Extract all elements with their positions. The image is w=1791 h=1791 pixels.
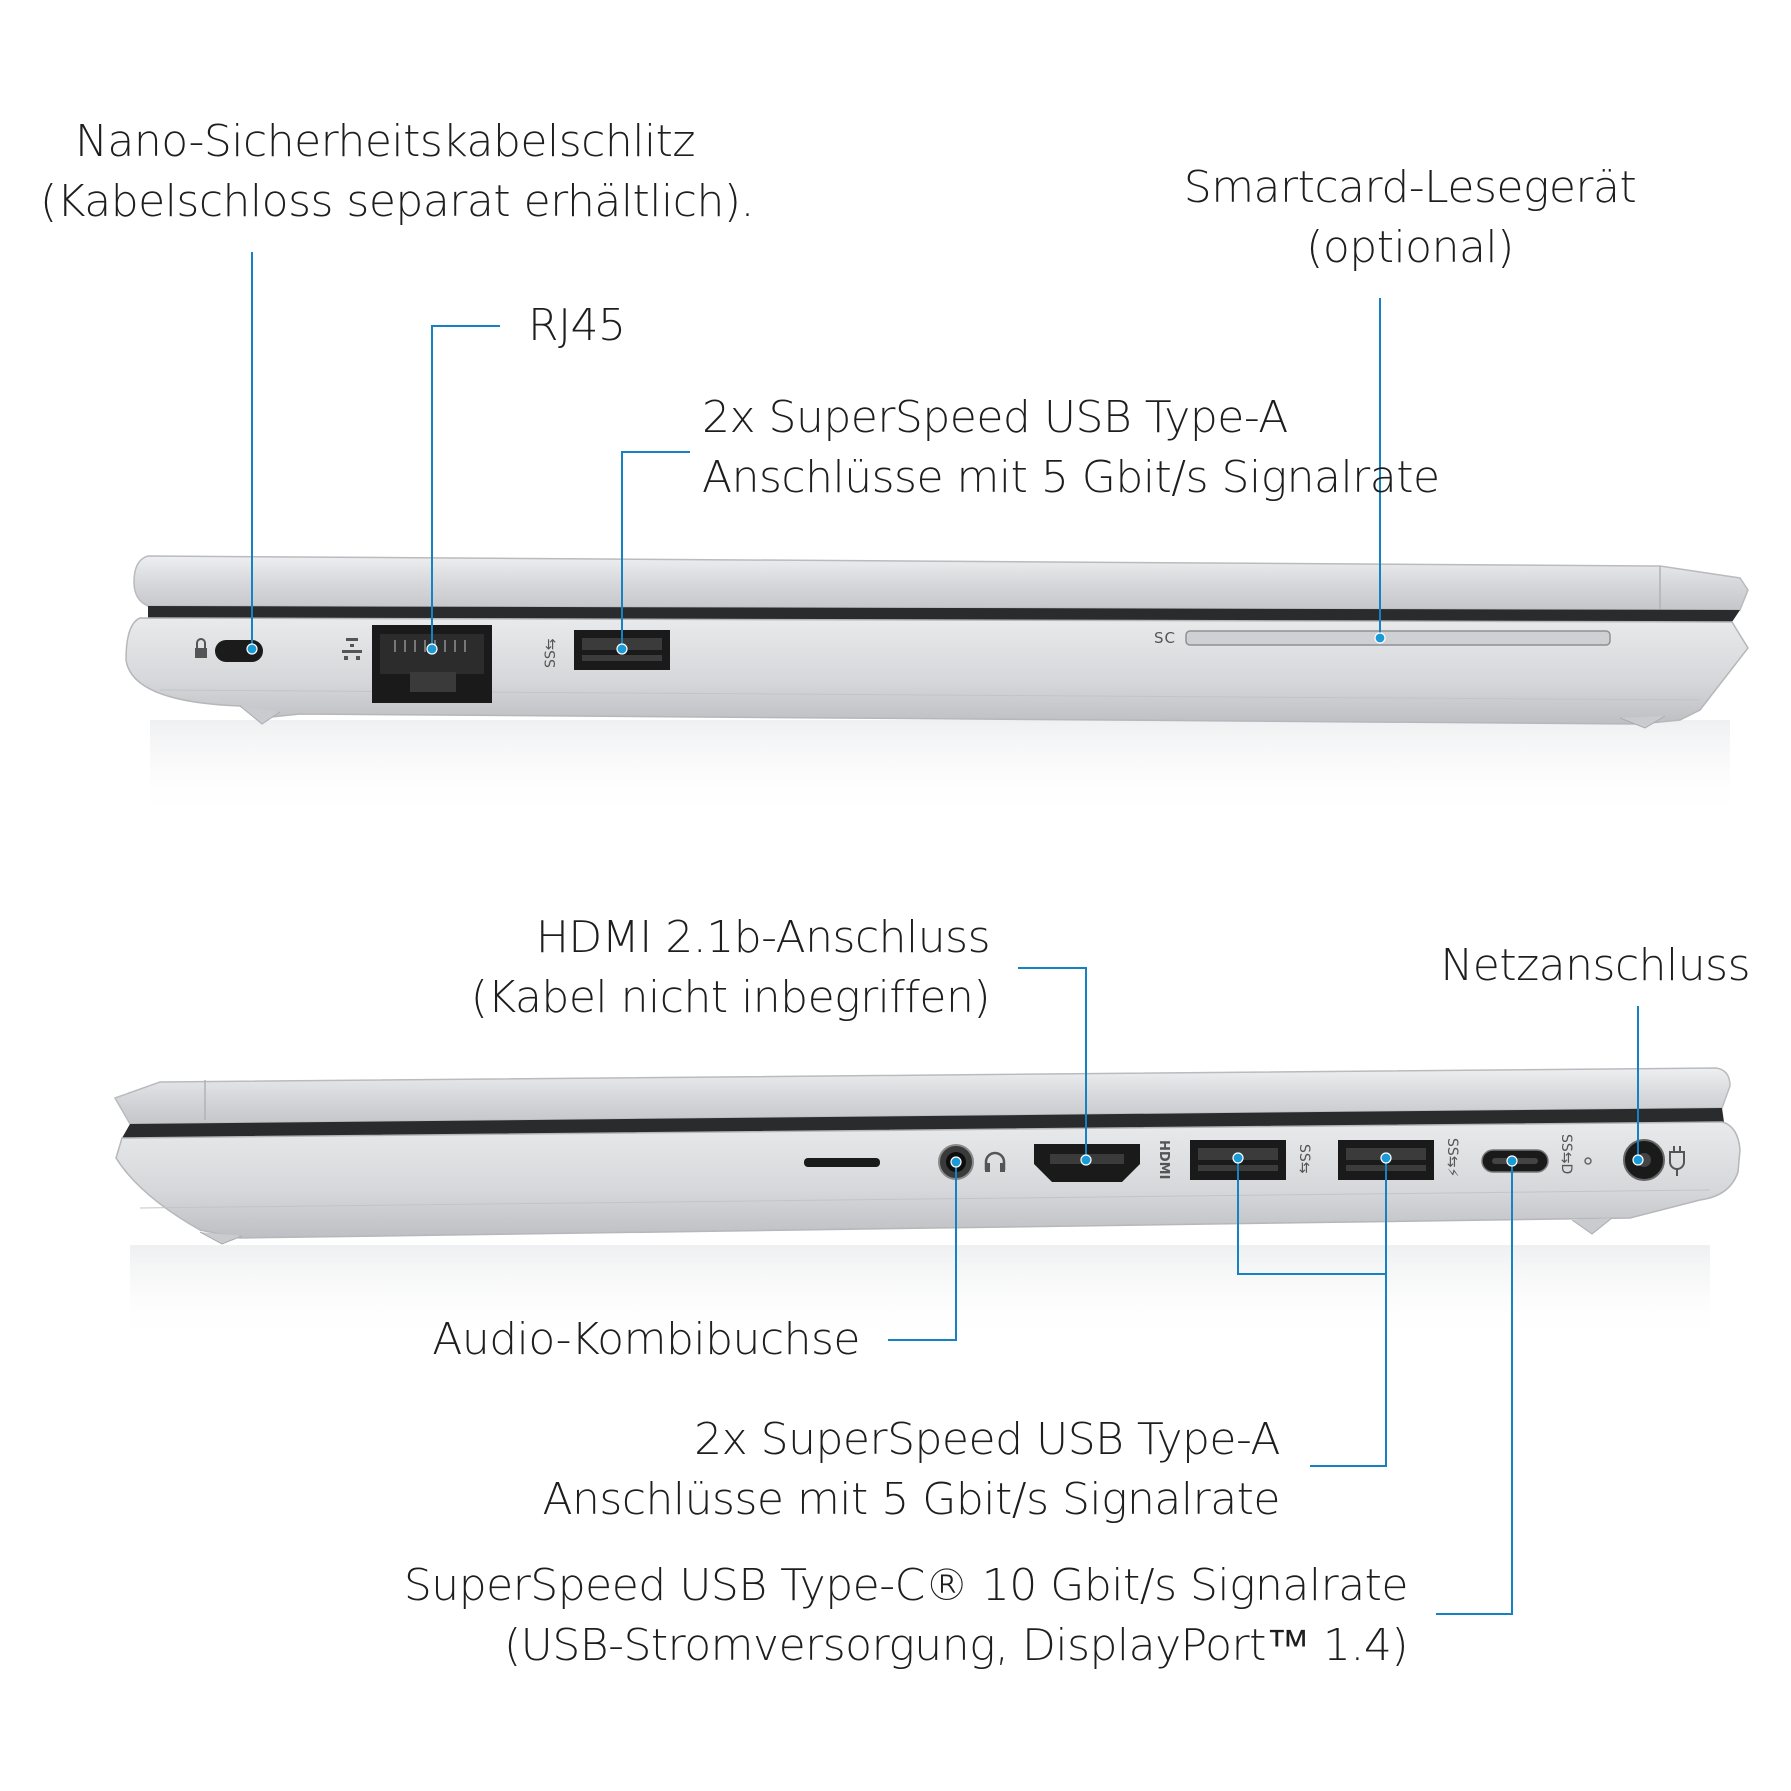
bottom-hinge-gap	[122, 1108, 1724, 1138]
usb-a-bottom-label: 2x SuperSpeed USB Type-A Anschlüsse mit …	[542, 1414, 1280, 1525]
lock-slot-label: Nano-Sicherheitskabelschlitz (Kabelschlo…	[40, 116, 754, 227]
usb-c-dp-icon: SS⇆D	[1558, 1134, 1574, 1174]
laptop-right-side: HDMI SS⇆ SS⇆⚡ SS⇆D	[113, 1067, 1741, 1345]
sd-card-slot	[804, 1158, 880, 1167]
status-led	[1584, 1157, 1592, 1165]
smartcard-label: Smartcard-Lesegerät (optional)	[1183, 162, 1637, 273]
network-icon	[342, 638, 362, 660]
usb-ss-icon: SS⇆	[543, 638, 559, 668]
laptop-left-side: SS⇆ SC	[125, 555, 1749, 820]
top-lid	[133, 555, 1749, 611]
leader-lines	[246, 252, 1644, 1615]
hdmi-icon: HDMI	[1156, 1140, 1171, 1179]
bottom-base	[115, 1121, 1741, 1239]
power-label: Netzanschluss	[1440, 940, 1750, 991]
power-plug-icon	[1669, 1146, 1685, 1176]
hdmi-label: HDMI 2.1b-Anschluss (Kabel nicht inbegri…	[470, 912, 991, 1023]
rj45-label: RJ45	[528, 300, 626, 351]
headset-icon	[984, 1151, 1006, 1172]
top-reflection	[150, 720, 1730, 820]
bottom-lid	[113, 1067, 1731, 1125]
lock-icon	[195, 638, 207, 658]
usb-ss-icon: SS⇆⚡	[1444, 1138, 1460, 1177]
hdmi-marking: HDMI	[1156, 1140, 1171, 1179]
bottom-reflection	[130, 1245, 1710, 1345]
usb-c-label: SuperSpeed USB Type-C® 10 Gbit/s Signalr…	[403, 1560, 1409, 1671]
usb-ss-icon: SS⇆	[1296, 1144, 1312, 1174]
top-hinge-gap	[148, 606, 1740, 622]
audio-label: Audio-Kombibuchse	[432, 1314, 860, 1365]
smartcard-slot: SC	[1154, 629, 1611, 647]
power-jack	[1623, 1139, 1685, 1181]
usb-a-top-label: 2x SuperSpeed USB Type-A Anschlüsse mit …	[702, 392, 1440, 503]
smartcard-marking: SC	[1154, 629, 1176, 647]
svg-text:SS⇆: SS⇆	[543, 638, 559, 668]
